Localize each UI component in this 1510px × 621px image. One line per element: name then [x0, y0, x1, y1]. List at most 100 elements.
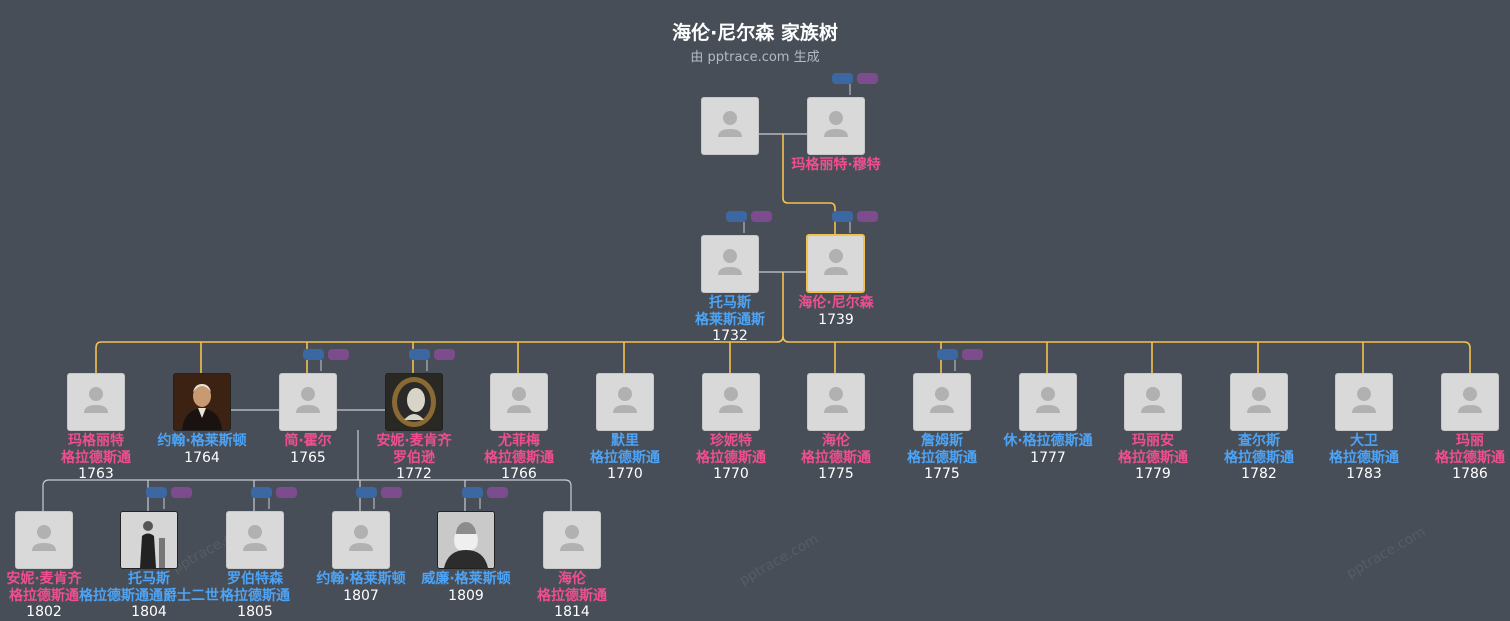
- parent-child-line: [782, 335, 1471, 373]
- person-node[interactable]: 海伦·尼尔森 1739: [798, 234, 874, 328]
- person-photo[interactable]: [437, 511, 495, 569]
- expand-spouse-button[interactable]: [751, 211, 772, 222]
- cameo-photo-icon: [386, 374, 442, 430]
- person-photo[interactable]: [385, 373, 443, 431]
- person-icon: [84, 387, 108, 413]
- person-photo[interactable]: [806, 234, 865, 293]
- person-node[interactable]: 查尔斯 格拉德斯通 1782: [1224, 373, 1294, 482]
- expand-parents-button[interactable]: [251, 487, 272, 498]
- person-node[interactable]: [701, 97, 759, 155]
- person-label: 默里 格拉德斯通 1770: [546, 433, 704, 483]
- person-photo[interactable]: [120, 511, 178, 569]
- person-photo[interactable]: [1230, 373, 1288, 431]
- expand-spouse-button[interactable]: [857, 73, 878, 84]
- person-name: 查尔斯: [1238, 433, 1280, 449]
- person-node[interactable]: 珍妮特 格拉德斯通 1770: [696, 373, 766, 482]
- expand-spouse-button[interactable]: [962, 349, 983, 360]
- expand-parents-button[interactable]: [146, 487, 167, 498]
- person-photo[interactable]: [15, 511, 73, 569]
- person-label: 休·格拉德斯通 1777: [969, 433, 1127, 466]
- person-photo[interactable]: [1019, 373, 1077, 431]
- expand-parents-button[interactable]: [937, 349, 958, 360]
- person-photo[interactable]: [807, 97, 865, 155]
- person-node[interactable]: 休·格拉德斯通 1777: [1003, 373, 1093, 466]
- expand-spouse-button[interactable]: [857, 211, 878, 222]
- relation-toggle-group: [356, 487, 402, 498]
- person-photo[interactable]: [913, 373, 971, 431]
- person-birth-year: 1804: [131, 604, 167, 620]
- expand-parents-button[interactable]: [303, 349, 324, 360]
- person-name: 默里: [611, 433, 639, 449]
- person-photo[interactable]: [701, 97, 759, 155]
- expand-spouse-button[interactable]: [381, 487, 402, 498]
- expand-spouse-button[interactable]: [434, 349, 455, 360]
- person-name: 尤菲梅: [498, 433, 540, 449]
- person-photo[interactable]: [173, 373, 231, 431]
- person-node[interactable]: 默里 格拉德斯通 1770: [590, 373, 660, 482]
- person-node[interactable]: 安妮·麦肯齐 罗伯逊 1772: [376, 373, 452, 482]
- person-label: 玛格丽特·穆特: [757, 157, 915, 174]
- person-birth-year: 1763: [78, 466, 114, 482]
- person-node[interactable]: 约翰·格莱斯顿 1764: [157, 373, 247, 466]
- engraving-photo-icon: [438, 512, 494, 568]
- expand-parents-button[interactable]: [832, 73, 853, 84]
- person-photo[interactable]: [807, 373, 865, 431]
- relation-toggle-group: [832, 73, 878, 84]
- person-node[interactable]: 尤菲梅 格拉德斯通 1766: [484, 373, 554, 482]
- person-node[interactable]: 托马斯 格莱斯通斯 1732: [695, 235, 765, 344]
- person-icon: [1458, 387, 1482, 413]
- expand-parents-button[interactable]: [356, 487, 377, 498]
- person-node[interactable]: 海伦 格拉德斯通 1814: [537, 511, 607, 620]
- expand-parents-button[interactable]: [409, 349, 430, 360]
- page-title: 海伦·尼尔森 家族树: [672, 22, 838, 44]
- person-node[interactable]: 托马斯 格拉德斯通通爵士二世 1804: [79, 511, 219, 620]
- person-name: 约翰·格莱斯顿: [157, 433, 247, 449]
- person-node[interactable]: 威廉·格莱斯顿 1809: [421, 511, 511, 604]
- person-photo[interactable]: [701, 235, 759, 293]
- expand-parents-button[interactable]: [832, 211, 853, 222]
- person-node[interactable]: 罗伯特森 格拉德斯通 1805: [220, 511, 290, 620]
- person-node[interactable]: 玛丽 格拉德斯通 1786: [1435, 373, 1505, 482]
- person-photo[interactable]: [279, 373, 337, 431]
- page-subtitle: 由 pptrace.com 生成: [690, 50, 820, 65]
- person-node[interactable]: 约翰·格莱斯顿 1807: [316, 511, 406, 604]
- parent-child-line: [42, 479, 572, 511]
- expand-spouse-button[interactable]: [171, 487, 192, 498]
- person-surname: 格拉德斯通: [907, 449, 977, 466]
- person-node[interactable]: 玛丽安 格拉德斯通 1779: [1118, 373, 1188, 482]
- person-photo[interactable]: [596, 373, 654, 431]
- person-icon: [719, 387, 743, 413]
- expand-spouse-button[interactable]: [276, 487, 297, 498]
- person-photo[interactable]: [490, 373, 548, 431]
- person-photo[interactable]: [1335, 373, 1393, 431]
- relation-toggle-group: [251, 487, 297, 498]
- person-node[interactable]: 大卫 格拉德斯通 1783: [1329, 373, 1399, 482]
- portrait-photo-icon: [174, 374, 230, 430]
- person-node[interactable]: 海伦 格拉德斯通 1775: [801, 373, 871, 482]
- person-photo[interactable]: [702, 373, 760, 431]
- person-photo[interactable]: [1124, 373, 1182, 431]
- person-birth-year: 1732: [712, 328, 748, 344]
- expand-spouse-button[interactable]: [487, 487, 508, 498]
- person-photo[interactable]: [543, 511, 601, 569]
- person-photo[interactable]: [226, 511, 284, 569]
- expand-parents-button[interactable]: [726, 211, 747, 222]
- person-node[interactable]: 玛格丽特 格拉德斯通 1763: [61, 373, 131, 482]
- person-node[interactable]: 安妮·麦肯齐 格拉德斯通 1802: [6, 511, 82, 620]
- person-node[interactable]: 玛格丽特·穆特: [791, 97, 881, 173]
- person-name: 玛丽: [1456, 433, 1484, 449]
- person-icon: [243, 525, 267, 551]
- expand-parents-button[interactable]: [462, 487, 483, 498]
- person-name: 海伦·尼尔森: [798, 295, 874, 311]
- person-surname: 格拉德斯通: [220, 587, 290, 604]
- person-label: 珍妮特 格拉德斯通 1770: [652, 433, 810, 483]
- expand-spouse-button[interactable]: [328, 349, 349, 360]
- person-node[interactable]: 詹姆斯 格拉德斯通 1775: [907, 373, 977, 482]
- person-name: 玛丽安: [1132, 433, 1174, 449]
- person-photo[interactable]: [67, 373, 125, 431]
- person-birth-year: 1770: [607, 466, 643, 482]
- person-node[interactable]: 简·霍尔 1765: [279, 373, 337, 466]
- person-photo[interactable]: [332, 511, 390, 569]
- person-photo[interactable]: [1441, 373, 1499, 431]
